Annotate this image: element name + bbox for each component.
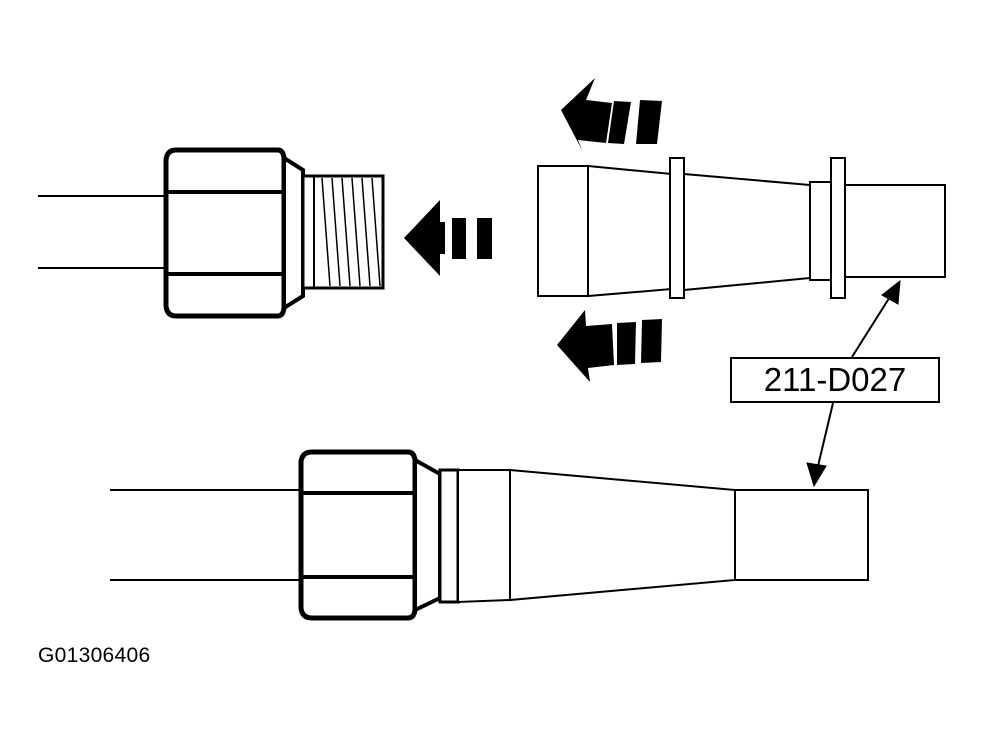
bottom-adapter-ring [438, 468, 460, 604]
top-threaded-end [301, 174, 385, 290]
top-nut-chamfer [282, 154, 305, 312]
tool-number-label: 211-D027 [730, 357, 940, 403]
arrow-middle [404, 200, 492, 276]
top-adapter-tool [537, 157, 946, 299]
adapter-cone [683, 172, 811, 292]
thread-lines [321, 177, 381, 287]
leader-arrowhead-lower [806, 462, 827, 488]
adapter-taper [587, 164, 673, 298]
arrow-upper [561, 78, 662, 150]
label-leaders [806, 279, 901, 488]
adapter-flange-left [669, 157, 685, 299]
adapter-large-end [537, 165, 589, 297]
adapter-flange-right [830, 157, 846, 299]
leader-arrowhead-upper [881, 279, 901, 305]
adapter-collar [809, 181, 833, 281]
bottom-adapter-taper [509, 468, 736, 602]
bottom-nut-chamfer [413, 456, 442, 614]
adapter-small-end [844, 184, 946, 278]
bottom-assembly [110, 449, 869, 621]
figure-id: G01306406 [38, 644, 151, 667]
bottom-adapter-body [457, 469, 511, 604]
bottom-adapter-end [734, 489, 869, 581]
arrow-lower [557, 310, 662, 382]
top-hex-nut [163, 147, 287, 319]
top-fitting [38, 147, 385, 319]
bottom-hex-nut [298, 449, 418, 621]
